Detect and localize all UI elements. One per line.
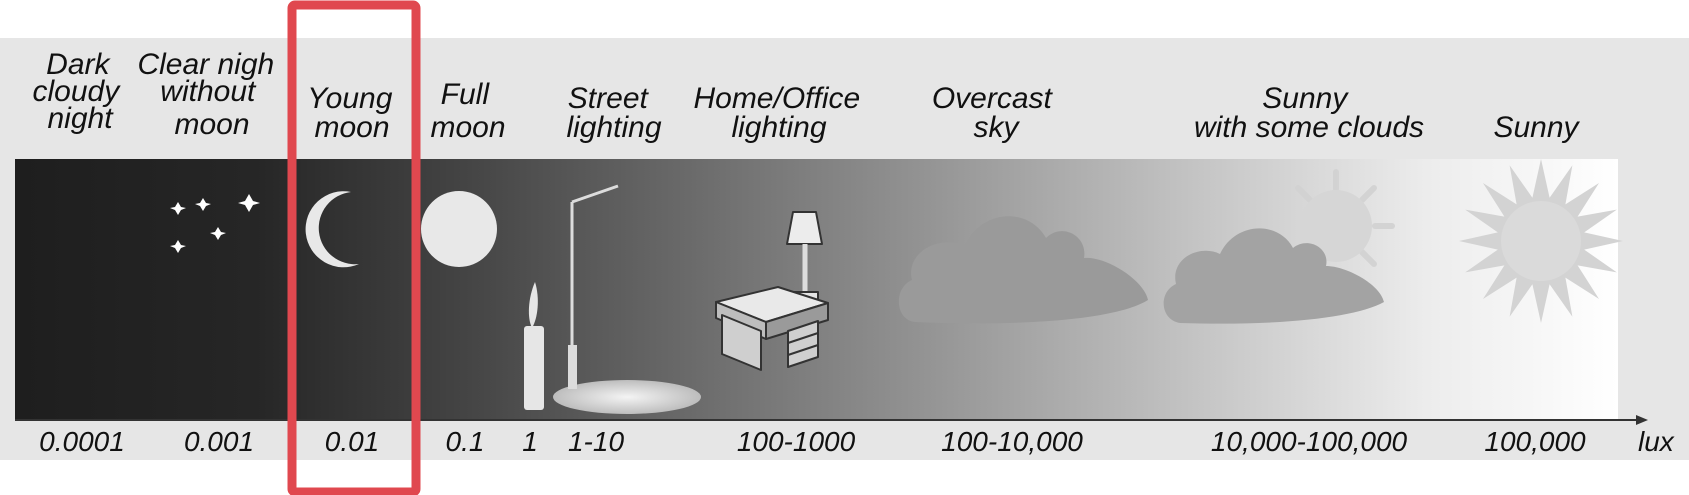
unit-label: lux — [1638, 426, 1675, 457]
crescent-moon-icon — [305, 191, 359, 268]
label-dark-cloudy-night: Dark cloudy night — [32, 48, 127, 135]
young-moon-highlight — [287, 0, 421, 495]
label-full-moon: Full moon — [430, 78, 505, 144]
candle-value: 1 — [522, 426, 538, 457]
label-sunny-with-some-clouds: Sunny with some clouds — [1194, 82, 1424, 144]
light-gradient-panel — [15, 159, 1618, 419]
full-moon-icon — [421, 191, 497, 267]
lux-values: 0.0001 0.001 0.01 0.1 1-10 100-1000 100-… — [39, 426, 1675, 457]
street-lamp-icon — [553, 184, 701, 414]
sun-icon — [1459, 159, 1623, 323]
category-labels: Dark cloudy night Clear nigh without moo… — [32, 48, 1580, 144]
value-dark-cloudy-night: 0.0001 — [39, 426, 125, 457]
cloud-with-sun-icon — [1163, 169, 1395, 324]
value-sunny: 100,000 — [1484, 426, 1586, 457]
label-clear-night-without-moon: Clear nigh without moon — [137, 48, 282, 141]
value-full-moon: 0.1 — [446, 426, 485, 457]
label-street-lighting: Street lighting — [566, 82, 661, 144]
value-street-lighting: 1-10 — [568, 426, 624, 457]
value-young-moon: 0.01 — [325, 426, 380, 457]
label-young-moon: Young moon — [307, 82, 400, 144]
value-clear-night-without-moon: 0.001 — [184, 426, 254, 457]
label-overcast-sky: Overcast sky — [932, 82, 1060, 144]
value-overcast-sky: 100-10,000 — [941, 426, 1083, 457]
stars-icon — [170, 194, 260, 253]
label-home-office-lighting: Home/Office lighting — [693, 82, 868, 144]
value-sunny-with-some-clouds: 10,000-100,000 — [1211, 426, 1408, 457]
desk-lamp-icon — [715, 211, 829, 371]
candle-icon: 1 — [522, 282, 544, 457]
lux-axis — [15, 415, 1648, 425]
cloud-icon — [898, 216, 1148, 324]
value-home-office-lighting: 100-1000 — [737, 426, 856, 457]
label-sunny: Sunny — [1493, 111, 1580, 144]
